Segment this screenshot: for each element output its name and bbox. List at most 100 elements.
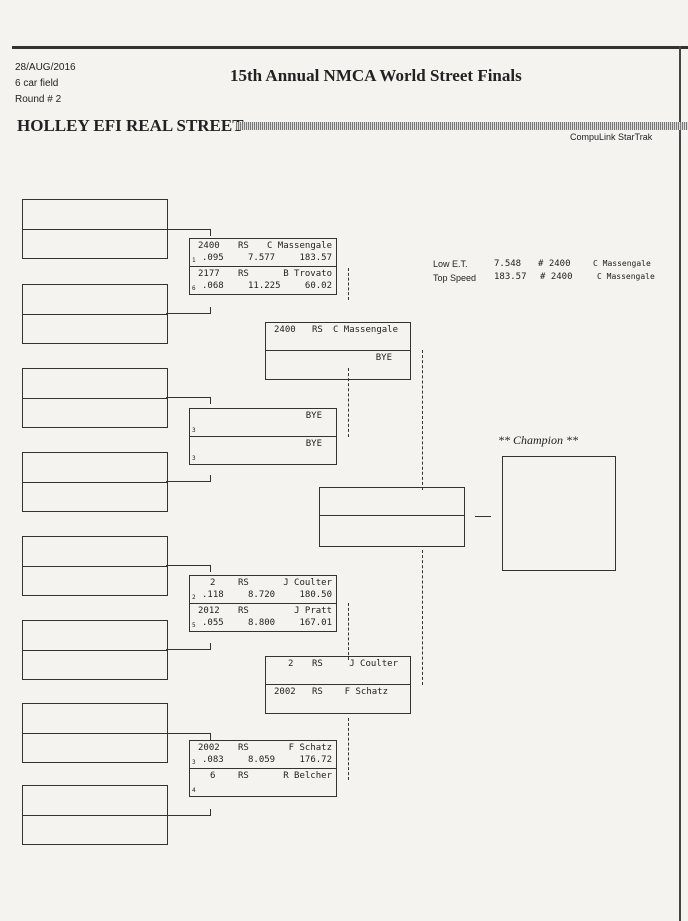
class: RS xyxy=(312,659,323,669)
entry-box xyxy=(22,703,168,763)
top-speed-value: 183.57 xyxy=(494,272,527,282)
reaction-time: .083 xyxy=(202,755,224,765)
bracket-connector xyxy=(166,397,211,404)
driver: BYE xyxy=(305,411,322,421)
bracket-connector xyxy=(166,475,211,482)
entry-box xyxy=(22,368,168,428)
lane: 2 xyxy=(192,594,196,601)
low-et-driver: C Massengale xyxy=(593,259,651,268)
car-number: 2 xyxy=(288,659,294,669)
driver: F Schatz xyxy=(344,687,388,697)
round-number: Round # 2 xyxy=(15,94,62,105)
lane: 6 xyxy=(192,285,196,292)
driver: B Trovato xyxy=(283,269,332,279)
field-size: 6 car field xyxy=(15,78,59,89)
reaction-time: .118 xyxy=(202,590,224,600)
entry-box xyxy=(22,199,168,259)
entry-box xyxy=(22,620,168,680)
car-number: 2 xyxy=(210,578,216,588)
class: RS xyxy=(238,606,249,616)
class: RS xyxy=(238,743,249,753)
elapsed-time: 8.800 xyxy=(248,618,276,628)
event-title: 15th Annual NMCA World Street Finals xyxy=(230,66,522,85)
low-et-value: 7.548 xyxy=(494,259,522,269)
lane: 3 xyxy=(192,455,196,462)
entry-box xyxy=(22,452,168,512)
bracket-connector xyxy=(166,809,211,816)
lane: 5 xyxy=(192,622,196,629)
class-title: HOLLEY EFI REAL STREET xyxy=(17,116,244,135)
bracket-connector xyxy=(342,718,349,780)
class: RS xyxy=(238,241,249,251)
car-number: 2400 xyxy=(198,241,220,251)
bracket-connector xyxy=(166,307,211,314)
title-hatch-bar xyxy=(236,122,688,130)
low-et-label: Low E.T. xyxy=(433,259,468,269)
lane: 3 xyxy=(192,427,196,434)
speed: 180.50 xyxy=(299,590,332,600)
car-number: 2002 xyxy=(274,687,296,697)
class: RS xyxy=(238,269,249,279)
top-speed-driver: C Massengale xyxy=(597,272,655,281)
driver: F Schatz xyxy=(288,743,332,753)
driver: C Massengale xyxy=(332,325,398,335)
speed: 167.01 xyxy=(299,618,332,628)
top-border xyxy=(12,46,688,49)
driver: J Coulter xyxy=(283,578,332,588)
car-number: 2002 xyxy=(198,743,220,753)
bracket-connector xyxy=(416,350,423,490)
lane: 3 xyxy=(192,759,196,766)
car-number: 2400 xyxy=(274,325,296,335)
lane: 4 xyxy=(192,787,196,794)
bracket-connector xyxy=(342,268,349,300)
car-number: 6 xyxy=(210,771,216,781)
bracket-connector xyxy=(342,368,349,437)
bracket-connector xyxy=(166,643,211,650)
bracket-connector xyxy=(342,603,349,660)
driver: BYE xyxy=(305,439,322,449)
bracket-connector xyxy=(166,565,211,572)
round2-match-1: 2400 RS C Massengale BYE xyxy=(265,322,411,380)
car-number: 2177 xyxy=(198,269,220,279)
brand-label: CompuLink StarTrak xyxy=(570,132,653,142)
entry-box xyxy=(22,536,168,596)
driver: C Massengale xyxy=(266,241,332,251)
elapsed-time: 11.225 xyxy=(248,281,281,291)
class: RS xyxy=(238,771,249,781)
right-border xyxy=(679,46,681,921)
driver: J Coulter xyxy=(349,659,398,669)
speed: 176.72 xyxy=(299,755,332,765)
class: RS xyxy=(238,578,249,588)
champion-box xyxy=(502,456,616,571)
bracket-connector xyxy=(166,733,211,740)
champion-label: ** Champion ** xyxy=(498,433,579,447)
entry-box xyxy=(22,785,168,845)
speed: 183.57 xyxy=(299,253,332,263)
driver: J Pratt xyxy=(294,606,332,616)
elapsed-time: 8.059 xyxy=(248,755,276,765)
lane: 1 xyxy=(192,257,196,264)
bracket-connector xyxy=(416,550,423,685)
class: RS xyxy=(312,687,323,697)
driver: BYE xyxy=(375,353,392,363)
elapsed-time: 7.577 xyxy=(248,253,276,263)
car-number: 2012 xyxy=(198,606,220,616)
elapsed-time: 8.720 xyxy=(248,590,276,600)
date: 28/AUG/2016 xyxy=(15,62,76,73)
reaction-time: .068 xyxy=(202,281,224,291)
round1-match-2: BYE 3 BYE 3 xyxy=(189,408,337,465)
speed: 60.02 xyxy=(304,281,332,291)
low-et-car: # 2400 xyxy=(538,259,571,269)
driver: R Belcher xyxy=(283,771,332,781)
entry-box xyxy=(22,284,168,344)
bracket-connector xyxy=(166,229,211,236)
final-connector xyxy=(475,516,491,517)
reaction-time: .095 xyxy=(202,253,224,263)
class: RS xyxy=(312,325,323,335)
reaction-time: .055 xyxy=(202,618,224,628)
